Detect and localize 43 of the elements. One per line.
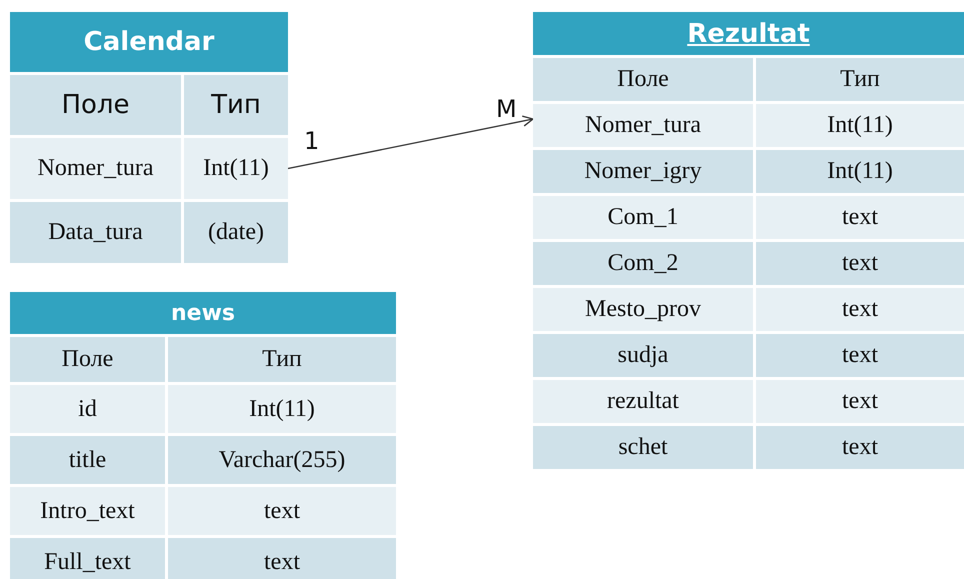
table-cell: text (756, 426, 964, 469)
table-cell: text (756, 334, 964, 377)
table-cell: Varchar(255) (168, 436, 396, 484)
table-title: news (10, 292, 396, 334)
table-cell: Int(11) (756, 150, 964, 193)
table-cell: text (756, 196, 964, 239)
table (533, 12, 964, 469)
table-cell: Nomer_tura (533, 104, 753, 147)
table (10, 12, 288, 263)
cardinality-label: M (496, 97, 517, 121)
table-cell: schet (533, 426, 753, 469)
table-cell: Int(11) (168, 385, 396, 433)
column-header: Тип (184, 75, 288, 135)
table (10, 292, 396, 579)
table-cell: Com_2 (533, 242, 753, 285)
table-cell: Full_text (10, 538, 165, 579)
table-cell: Int(11) (184, 138, 288, 199)
table-title: Calendar (10, 12, 288, 72)
column-header: Поле (10, 75, 181, 135)
table-cell: Data_tura (10, 202, 181, 263)
table-cell: text (756, 242, 964, 285)
table-cell: title (10, 436, 165, 484)
column-header: Поле (533, 58, 753, 101)
column-header: Поле (10, 337, 165, 382)
table-cell: Intro_text (10, 487, 165, 535)
table-cell: (date) (184, 202, 288, 263)
column-header: Тип (756, 58, 964, 101)
table-cell: Com_1 (533, 196, 753, 239)
column-header: Тип (168, 337, 396, 382)
table-cell: sudja (533, 334, 753, 377)
table-title: Rezultat (533, 12, 964, 55)
table-cell: id (10, 385, 165, 433)
table-cell: text (756, 288, 964, 331)
table-cell: rezultat (533, 380, 753, 423)
table-cell: text (168, 487, 396, 535)
cardinality-label: 1 (304, 129, 320, 153)
table-cell: Mesto_prov (533, 288, 753, 331)
arrow (288, 115, 534, 170)
table-cell: text (168, 538, 396, 579)
table-cell: Int(11) (756, 104, 964, 147)
table-cell: Nomer_tura (10, 138, 181, 199)
table-cell: Nomer_igry (533, 150, 753, 193)
table-cell: text (756, 380, 964, 423)
